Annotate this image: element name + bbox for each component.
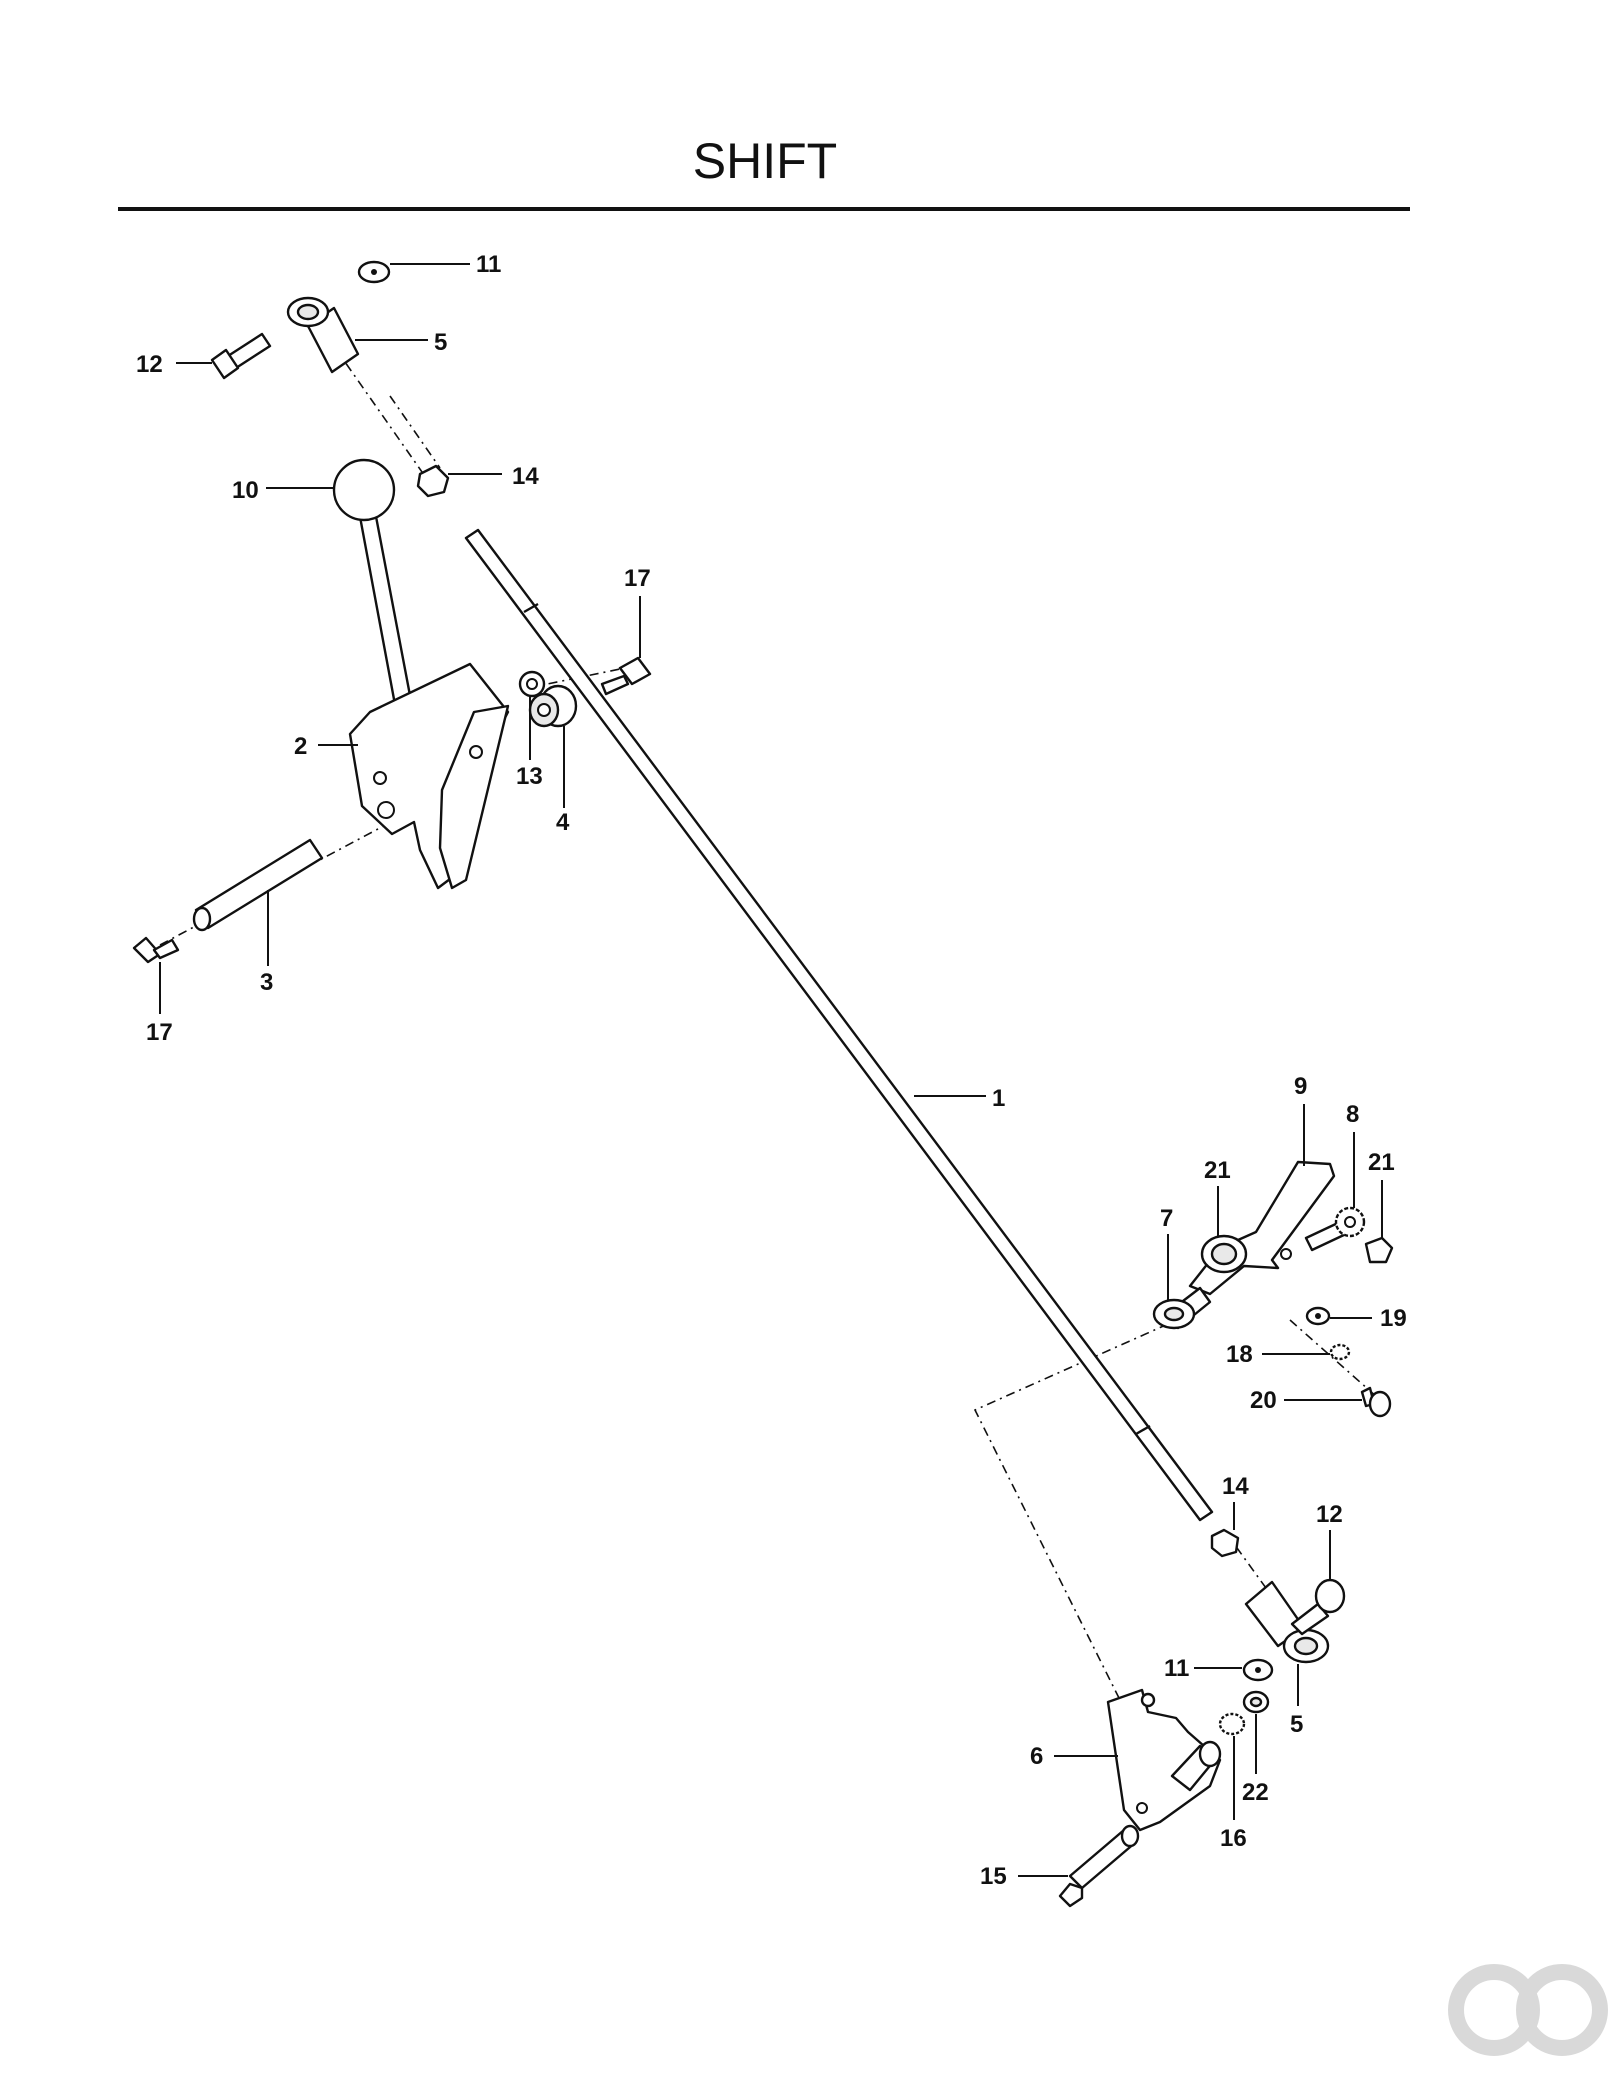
bolt-bottom (1290, 1578, 1346, 1636)
washer-22 (1242, 1690, 1270, 1714)
nut-13 (518, 670, 546, 698)
callout-15: 15 (980, 1863, 1007, 1890)
alignment-line-bolt20 (1289, 1319, 1379, 1399)
washer-19 (1305, 1306, 1331, 1326)
callout-2: 2 (294, 733, 307, 760)
alignment-line-top-2 (389, 395, 441, 469)
callout-14-top: 14 (512, 463, 539, 490)
pin-15 (1058, 1824, 1140, 1908)
callout-10: 10 (232, 477, 259, 504)
spacer-4 (528, 684, 578, 728)
callout-21-left: 21 (1204, 1157, 1231, 1184)
shift-rod (464, 528, 1214, 1522)
lock-washer-18 (1329, 1343, 1351, 1361)
nut-21-right (1364, 1236, 1394, 1264)
callout-12-bottom: 12 (1316, 1501, 1343, 1528)
callout-7: 7 (1160, 1205, 1173, 1232)
bellcrank-lower (1106, 1688, 1222, 1832)
alignment-line-bellcrank (973, 1323, 1169, 1771)
callout-18: 18 (1226, 1341, 1253, 1368)
bolt-17-top (600, 656, 652, 696)
bolt-top (210, 332, 272, 380)
callout-3: 3 (260, 969, 273, 996)
lock-washer-8 (1304, 1206, 1366, 1252)
washer-top (357, 260, 391, 284)
bolt-20 (1360, 1386, 1392, 1418)
callout-6: 6 (1030, 1743, 1043, 1770)
callout-13: 13 (516, 763, 543, 790)
nut-16 (1218, 1712, 1246, 1736)
callout-1: 1 (992, 1085, 1005, 1112)
nut-top (416, 464, 450, 498)
pivot-shaft (192, 838, 324, 932)
shift-bracket (348, 662, 510, 890)
nut-bottom (1210, 1528, 1240, 1558)
callout-17-top: 17 (624, 565, 651, 592)
callout-20: 20 (1250, 1387, 1277, 1414)
callout-9: 9 (1294, 1073, 1307, 1100)
rod-end-top (286, 296, 360, 374)
rod-end-7 (1152, 1286, 1212, 1330)
shift-lever-knob (332, 458, 414, 712)
watermark-logo (1448, 1964, 1608, 2056)
diagram-title: SHIFT (692, 133, 838, 189)
callout-22: 22 (1242, 1779, 1269, 1806)
callout-4: 4 (556, 809, 570, 836)
callout-5-bottom: 5 (1290, 1711, 1303, 1738)
callout-11-top: 11 (476, 251, 501, 278)
alignment-line-top (309, 311, 423, 473)
callout-11-bottom: 11 (1164, 1655, 1189, 1682)
leader-lines (159, 263, 1383, 1877)
callout-21-right: 21 (1368, 1149, 1395, 1176)
washer-bottom (1242, 1658, 1274, 1682)
callout-17-bottom: 17 (146, 1019, 173, 1046)
callout-19: 19 (1380, 1305, 1407, 1332)
callout-8: 8 (1346, 1101, 1359, 1128)
callout-5-top: 5 (434, 329, 447, 356)
callout-12-top: 12 (136, 351, 163, 378)
bolt-17-bottom (132, 936, 180, 964)
bearing-nut-21-left (1200, 1234, 1248, 1274)
callout-14-bottom: 14 (1222, 1473, 1249, 1500)
callout-16: 16 (1220, 1825, 1247, 1852)
